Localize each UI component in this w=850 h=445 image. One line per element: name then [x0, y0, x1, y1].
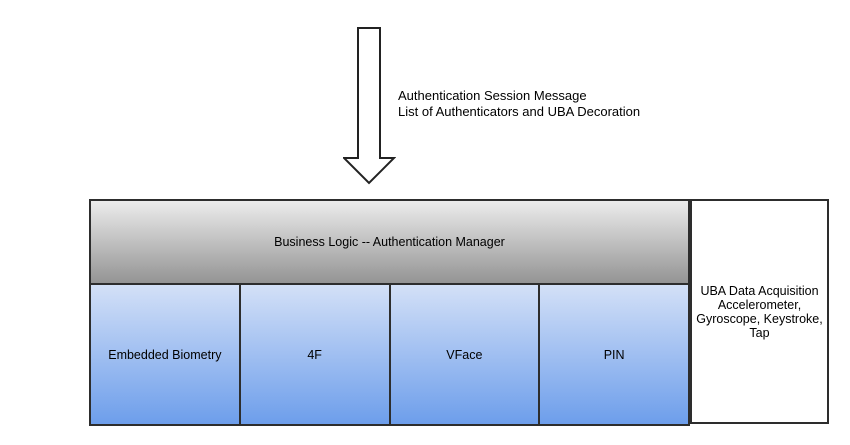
uba-data-acquisition-box: UBA Data Acquisition Accelerometer, Gyro… [690, 199, 829, 424]
authenticator-cell-embedded-biometry: Embedded Biometry [91, 285, 241, 424]
authenticator-cell-4f: 4F [240, 285, 391, 424]
authenticator-label: Embedded Biometry [108, 347, 222, 362]
authenticator-cell-pin: PIN [540, 285, 688, 424]
business-logic-header-label: Business Logic -- Authentication Manager [274, 235, 505, 249]
authenticator-row: Embedded Biometry 4F VFace PIN [91, 285, 688, 424]
arrow-annotation-line2: List of Authenticators and UBA Decoratio… [398, 104, 641, 119]
uba-box-line3: Gyroscope, Keystroke, [696, 311, 823, 326]
authentication-manager-box: Business Logic -- Authentication Manager… [89, 199, 690, 426]
down-arrow-icon [343, 27, 396, 185]
authenticator-label: 4F [307, 347, 322, 362]
arrow-annotation: Authentication Session Message List of A… [398, 88, 640, 120]
arrow-annotation-line1: Authentication Session Message [398, 88, 587, 103]
business-logic-header: Business Logic -- Authentication Manager [91, 201, 688, 285]
authenticator-label: PIN [603, 347, 625, 362]
uba-box-line2: Accelerometer, [717, 297, 802, 312]
uba-box-line4: Tap [749, 325, 770, 340]
uba-box-line1: UBA Data Acquisition [700, 283, 819, 298]
authenticator-cell-vface: VFace [390, 285, 541, 424]
authenticator-label: VFace [446, 347, 483, 362]
